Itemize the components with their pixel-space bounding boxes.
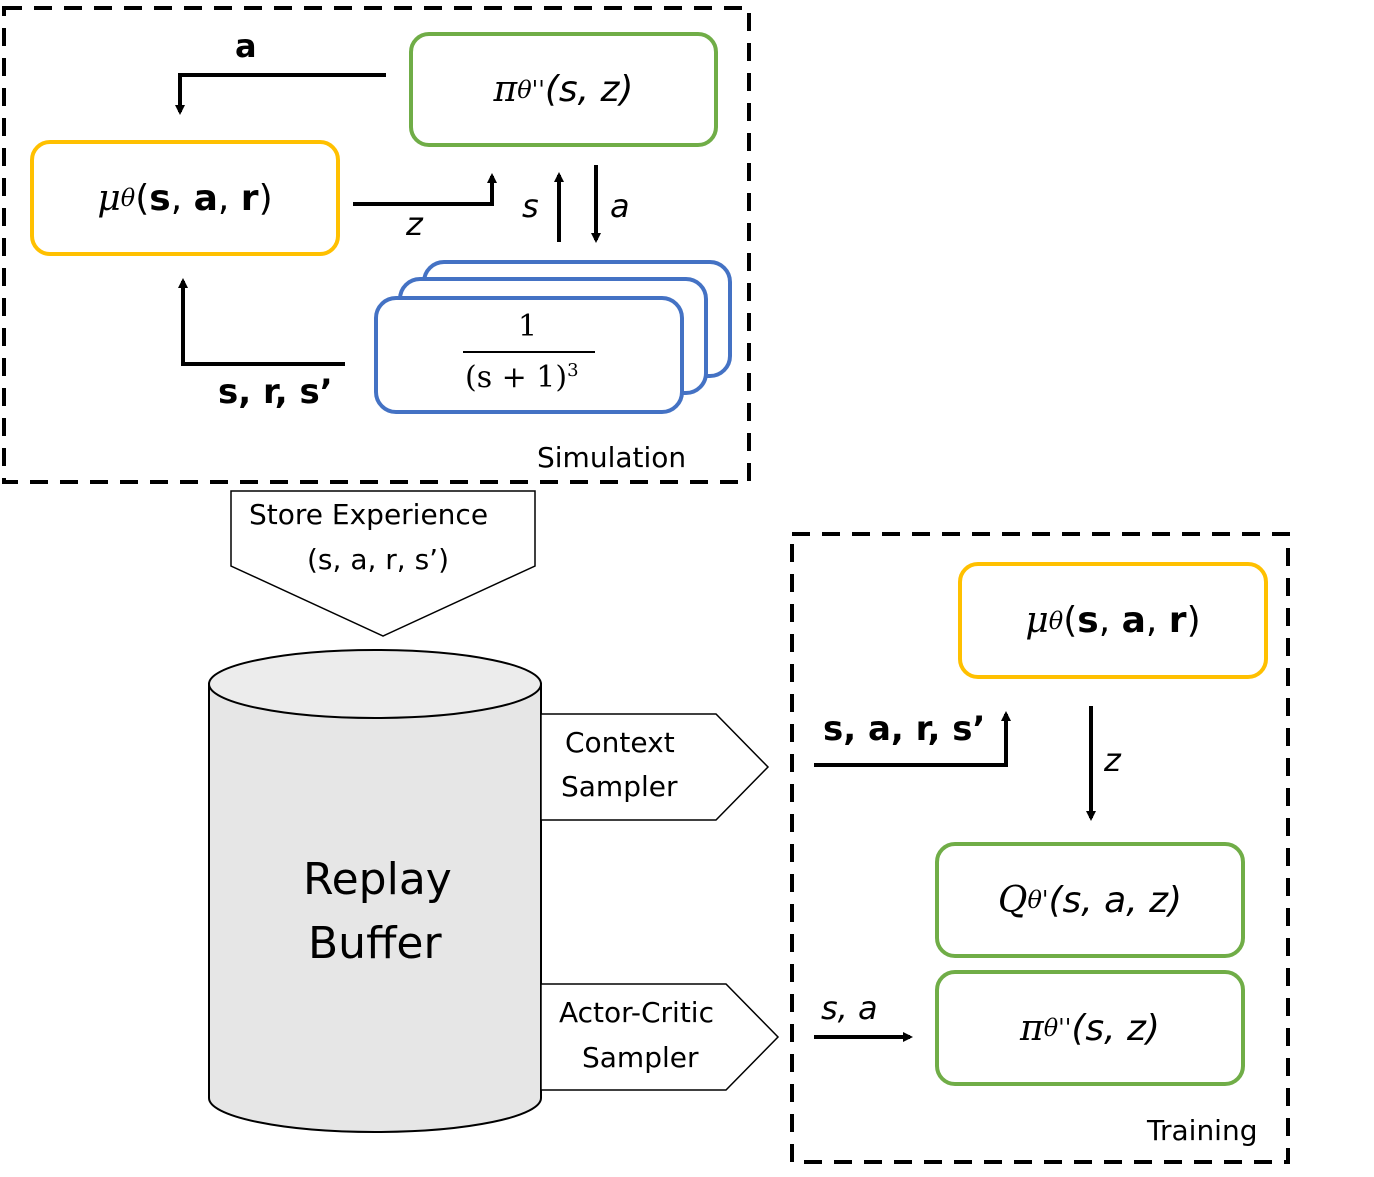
replay-buffer-cylinder-top — [208, 649, 542, 719]
encoder-fn: μ — [97, 177, 121, 219]
label-latent: z — [406, 205, 423, 243]
replay-buffer-cylinder-body — [208, 683, 542, 1133]
arrow-env-to-encoder — [178, 278, 345, 366]
store-experience-shape — [230, 490, 536, 637]
context-sampler-line2: Sampler — [561, 770, 678, 803]
policy-fn: π — [493, 69, 518, 110]
arrow-context-to-encoder — [814, 711, 1011, 767]
policy-args: (s, z) — [544, 69, 634, 110]
simulation-frame — [2, 6, 751, 484]
label-action-to-encoder: a — [235, 27, 257, 65]
training-title: Training — [1147, 1114, 1258, 1147]
replay-buffer-line2: Buffer — [308, 918, 442, 969]
store-line2: (s, a, r, s’) — [307, 543, 449, 576]
label-action-down: a — [610, 187, 630, 225]
context-sampler-shape — [540, 713, 770, 821]
simulation-title: Simulation — [537, 441, 687, 474]
label-transition: s, r, s’ — [218, 372, 333, 412]
actor-critic-sampler-line2: Sampler — [582, 1041, 699, 1074]
arrow-policy-to-encoder — [175, 73, 386, 115]
env-numerator: 1 — [518, 309, 538, 344]
encoder-sub: θ — [120, 184, 136, 212]
env-card-front — [374, 296, 684, 414]
policy-sub: θ'' — [517, 75, 545, 104]
replay-buffer-line1: Replay — [303, 854, 452, 905]
training-frame — [790, 532, 1290, 1164]
actor-critic-sampler-line1: Actor-Critic — [559, 996, 714, 1029]
arrow-encoder-to-policy — [353, 173, 497, 206]
env-denominator: (s + 1)3 — [465, 360, 579, 395]
actor-critic-sampler-shape — [540, 983, 780, 1091]
context-sampler-line1: Context — [565, 726, 675, 759]
label-training-latent: z — [1104, 741, 1121, 779]
label-sa-input: s, a — [821, 989, 878, 1027]
store-line1: Store Experience — [249, 498, 489, 531]
label-state-up: s — [522, 187, 539, 225]
label-context-input: s, a, r, s’ — [823, 709, 986, 749]
